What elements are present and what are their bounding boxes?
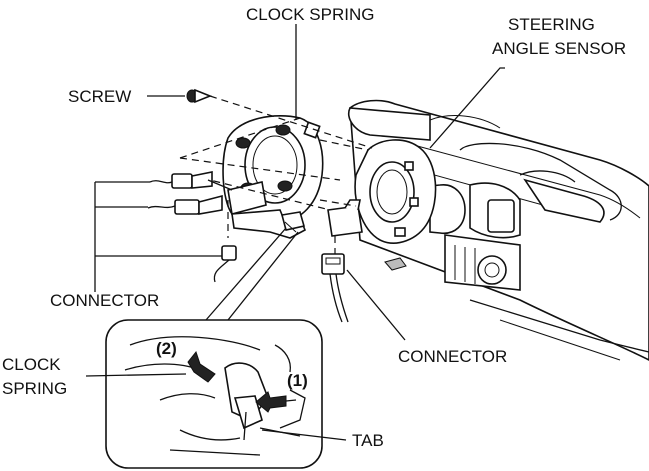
- leader-lines: [94, 24, 505, 341]
- label-steering-line1: STEERING: [508, 15, 595, 34]
- label-tab: TAB: [352, 431, 384, 450]
- label-screw: SCREW: [68, 87, 131, 106]
- label-step-2: (2): [156, 339, 177, 358]
- labels: CLOCK SPRING STEERING ANGLE SENSOR SCREW…: [2, 5, 626, 450]
- clock-spring: [222, 115, 324, 239]
- label-clock-spring: CLOCK SPRING: [246, 5, 374, 24]
- clock-spring-connectors: [147, 171, 237, 283]
- label-step-1: (1): [287, 371, 308, 390]
- sensor-connector: [321, 253, 349, 323]
- screw: [186, 88, 213, 104]
- label-clock-spring-detail-line2: SPRING: [2, 379, 67, 398]
- label-clock-spring-detail-line1: CLOCK: [2, 355, 61, 374]
- label-connector-right: CONNECTOR: [398, 347, 507, 366]
- arrow-step-2-icon: [187, 350, 216, 383]
- alignment-lines: [179, 95, 373, 255]
- label-steering-line2: ANGLE SENSOR: [492, 39, 626, 58]
- detail-inset: [85, 319, 347, 469]
- steering-angle-sensor: [327, 139, 437, 271]
- label-connector-left: CONNECTOR: [50, 291, 159, 310]
